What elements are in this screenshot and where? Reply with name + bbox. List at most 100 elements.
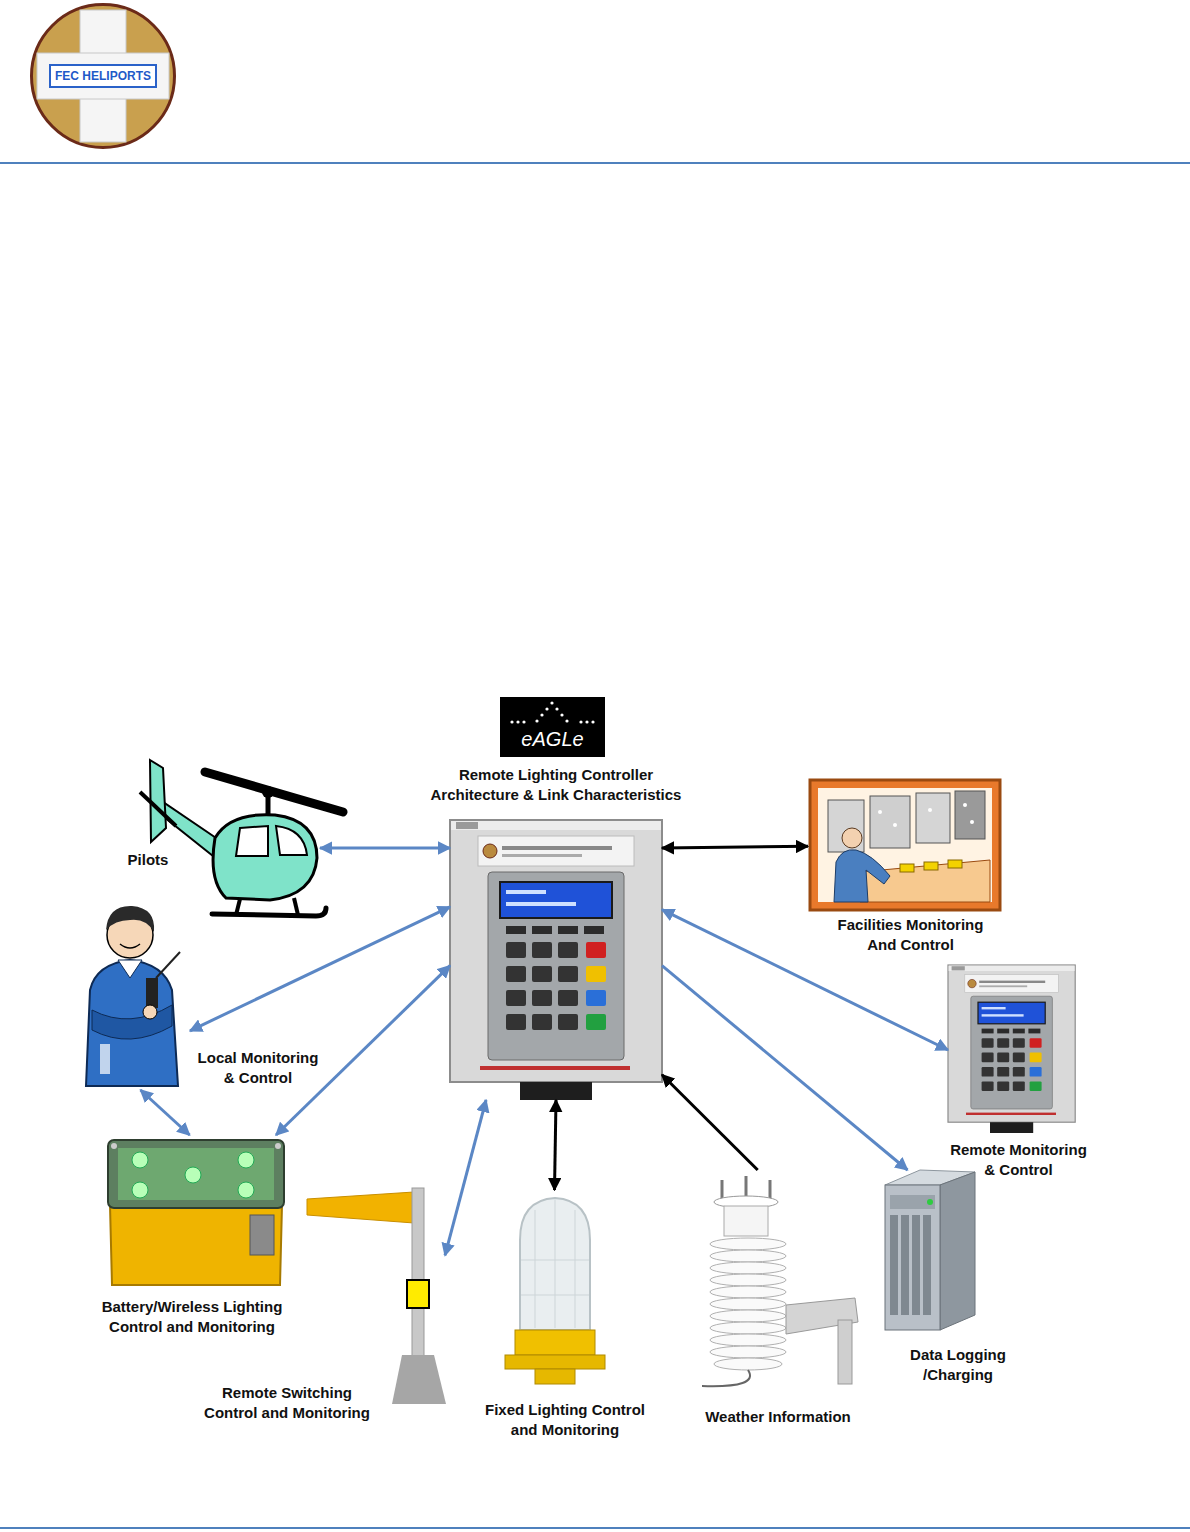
- logo-dot: [555, 707, 558, 710]
- logo-dot: [540, 713, 543, 716]
- battery-light-picture: [108, 1140, 284, 1285]
- weather-station-picture-part: [710, 1286, 786, 1298]
- fixed-light-picture-part: [520, 1198, 590, 1330]
- control-room-picture-part: [818, 788, 992, 902]
- weather-station-picture: [702, 1176, 858, 1386]
- caption-text: Battery/Wireless Lighting Control and Mo…: [92, 1297, 292, 1336]
- logo-dot: [522, 720, 525, 723]
- diagram-heading: Remote Lighting Controller Architecture …: [421, 765, 691, 804]
- helicopter-picture-part: [236, 826, 268, 856]
- connector-arrow: [662, 846, 808, 848]
- control-room-picture-part: [955, 791, 985, 839]
- server-picture-part: [901, 1215, 909, 1315]
- server-picture-part: [940, 1172, 975, 1330]
- caption-text: Local Monitoring & Control: [193, 1048, 323, 1087]
- controller-picture: [450, 820, 662, 1100]
- logo-text: FEC HELIPORTS: [49, 64, 157, 88]
- caption-text: Pilots: [123, 850, 173, 870]
- person-with-radio: [86, 906, 180, 1086]
- fixed-light-picture-part: [521, 1295, 589, 1296]
- controller-unit: Remote Lighting Controller Architecture …: [450, 820, 662, 1100]
- weather-station-picture-part: [838, 1320, 852, 1384]
- battery-light-picture-part: [132, 1182, 148, 1198]
- control-room-picture-part: [810, 780, 1000, 910]
- battery-light-picture-part: [132, 1152, 148, 1168]
- logo-dot: [560, 713, 563, 716]
- control-room-picture: [810, 780, 1000, 910]
- server-picture: [885, 1170, 975, 1330]
- helicopter-picture-part: [212, 908, 326, 916]
- remote-controller-icon: Remote Monitoring & Control: [948, 965, 1075, 1135]
- windsock-picture-part: [392, 1355, 446, 1404]
- helicopter-picture-part: [294, 898, 298, 915]
- cross-bar: [37, 53, 169, 99]
- logo-dot: [535, 719, 538, 722]
- control-room-picture-part: [834, 850, 890, 902]
- control-room-picture-part: [842, 828, 862, 848]
- caption-text: Data Logging /Charging: [903, 1345, 1013, 1384]
- control-room-picture-part: [970, 820, 974, 824]
- person-with-radio-part: [86, 960, 178, 1086]
- server-picture-part: [890, 1215, 898, 1315]
- brand-logo: eAGLe: [500, 697, 605, 757]
- weather-station-picture-part: [702, 1370, 750, 1386]
- battery-light-picture-part: [108, 1140, 284, 1208]
- windsock-picture-part: [407, 1280, 429, 1308]
- weather-station-picture-part: [710, 1274, 786, 1286]
- weather-station-icon: Weather Information: [695, 1170, 860, 1390]
- fixed-light-picture-part: [535, 1369, 575, 1384]
- person-icon: Local Monitoring & Control: [80, 905, 190, 1090]
- server-picture-part: [885, 1185, 940, 1330]
- weather-station-picture-part: [710, 1298, 786, 1310]
- helicopter-picture-part: [213, 815, 317, 900]
- person-with-radio-part: [100, 1044, 110, 1074]
- windsock-icon: Remote Switching Control and Monitoring: [305, 1185, 445, 1405]
- control-room-picture-part: [948, 860, 962, 868]
- person-with-radio-part: [120, 944, 140, 948]
- caption-text: Facilities Monitoring And Control: [828, 915, 993, 954]
- fixed-light-picture-part: [515, 1330, 595, 1355]
- weather-station-picture-part: [714, 1358, 782, 1370]
- person-with-radio-part: [146, 978, 158, 1008]
- person-with-radio-part: [156, 952, 180, 978]
- person-with-radio-part: [143, 1005, 157, 1019]
- control-room-picture-part: [963, 803, 967, 807]
- weather-station-picture-part: [724, 1206, 768, 1236]
- person-with-radio-part: [92, 1005, 172, 1039]
- battery-light-icon: Battery/Wireless Lighting Control and Mo…: [105, 1135, 285, 1290]
- logo-dot: [591, 720, 594, 723]
- weather-station-picture-part: [710, 1334, 786, 1346]
- control-room-picture-part: [893, 823, 897, 827]
- weather-station-picture-part: [710, 1262, 786, 1274]
- remote-controller-picture: [948, 965, 1075, 1133]
- logo-dot: [565, 719, 568, 722]
- fixed-light-icon: Fixed Lighting Control and Monitoring: [502, 1190, 607, 1385]
- logo-text: eAGLe: [521, 728, 583, 751]
- caption-text: Remote Monitoring & Control: [946, 1140, 1091, 1179]
- battery-light-picture-part: [238, 1182, 254, 1198]
- connector-arrow: [320, 847, 450, 850]
- control-room-icon: Facilities Monitoring And Control: [808, 778, 1002, 912]
- control-room-picture-part: [870, 796, 910, 848]
- helicopter-picture-part: [276, 826, 307, 855]
- logo-badge: FEC HELIPORTS: [30, 3, 176, 149]
- logo-dot: [516, 720, 519, 723]
- logo-dot: [550, 701, 553, 704]
- caption-text: Remote Switching Control and Monitoring: [197, 1383, 377, 1422]
- connector-arrow: [662, 1075, 758, 1170]
- helicopter-picture-part: [140, 792, 176, 826]
- helicopter-picture-part: [262, 786, 274, 798]
- weather-station-picture-part: [710, 1346, 786, 1358]
- battery-light-picture-part: [111, 1143, 117, 1149]
- battery-light-picture-part: [250, 1215, 274, 1255]
- caption-text: Weather Information: [693, 1407, 863, 1427]
- battery-light-picture-part: [238, 1152, 254, 1168]
- logo-dot: [579, 720, 582, 723]
- footer-rule: [0, 1527, 1190, 1529]
- battery-light-picture-part: [110, 1205, 282, 1285]
- server-icon: Data Logging /Charging: [885, 1170, 975, 1330]
- fixed-light-picture: [505, 1198, 605, 1384]
- fixed-light-picture-part: [535, 1210, 536, 1328]
